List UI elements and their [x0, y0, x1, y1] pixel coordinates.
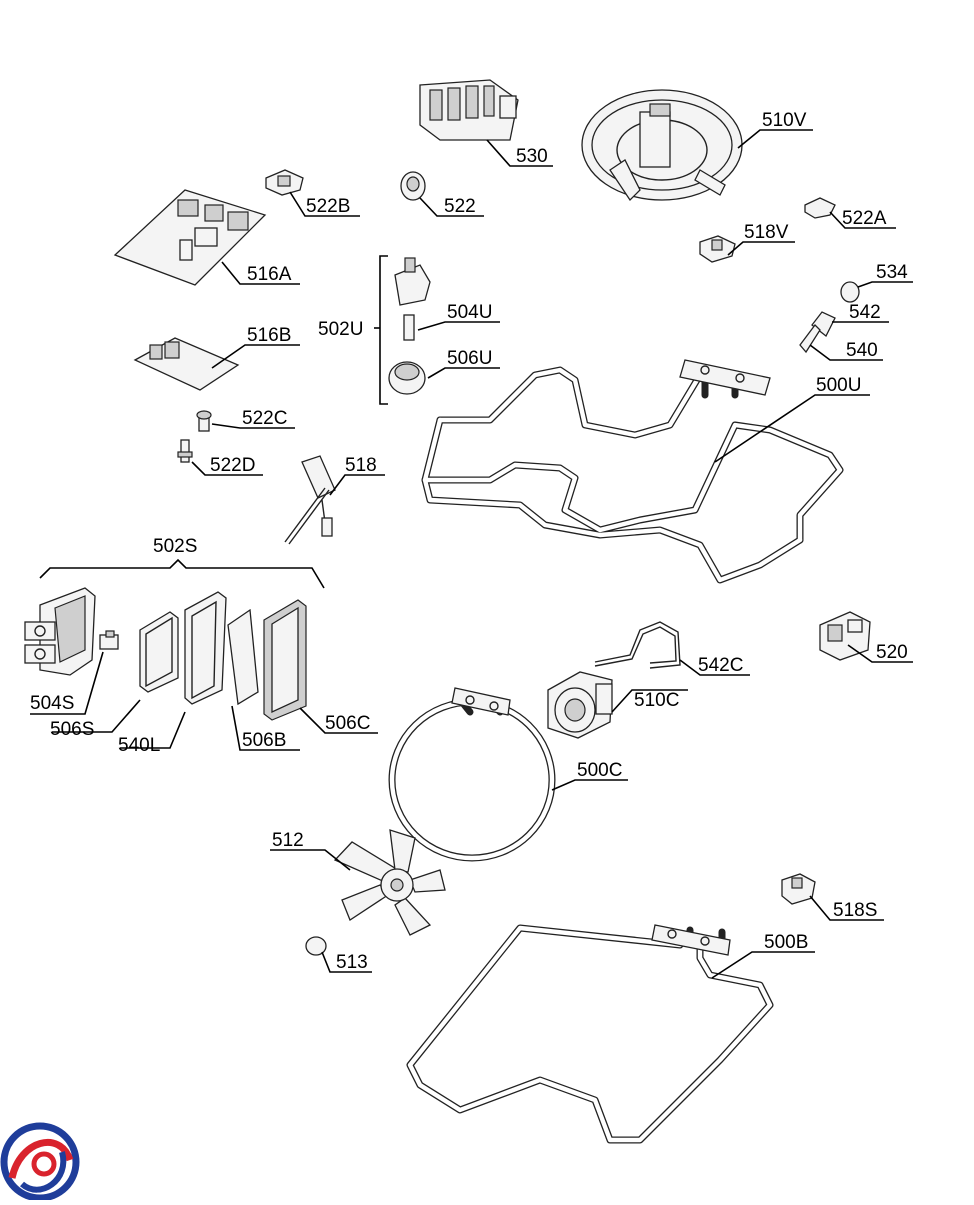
callout-542c: 542C: [698, 655, 743, 676]
callout-512: 512: [272, 830, 304, 851]
callout-542: 542: [849, 302, 881, 323]
part-518-thermostat-probe: [284, 455, 336, 545]
callout-540l: 540L: [118, 735, 160, 756]
part-500u-grill-heating-element: [421, 359, 844, 584]
callout-500b: 500B: [764, 932, 808, 953]
part-510v-fan-motor: [581, 89, 743, 202]
part-522-thermostat-clip: [400, 171, 426, 201]
part-542c-lamp-wire: [594, 621, 681, 669]
part-506b-panel: [227, 608, 259, 706]
callout-502u: 502U: [318, 319, 363, 340]
callout-516a: 516A: [247, 264, 292, 285]
callout-518s: 518S: [833, 900, 877, 921]
part-516a-control-board: [113, 189, 267, 286]
part-522a-clip: [804, 197, 836, 219]
callout-506b: 506B: [242, 730, 286, 751]
callout-506s: 506S: [50, 719, 94, 740]
callout-534: 534: [876, 262, 908, 283]
callout-522c: 522C: [242, 408, 287, 429]
callout-502s: 502S: [153, 536, 197, 557]
part-513-nut: [305, 936, 327, 956]
callout-540: 540: [846, 340, 878, 361]
part-506s-frame: [139, 611, 179, 693]
part-530-contact-block: [419, 79, 519, 141]
callout-500u: 500U: [816, 375, 861, 396]
callout-518v: 518V: [744, 222, 789, 243]
part-522b-clip: [265, 169, 304, 196]
part-506u-knob: [388, 361, 426, 395]
part-534-cap: [840, 281, 860, 303]
part-510c-convection-motor: [547, 671, 613, 739]
part-504s-switch-small: [99, 630, 119, 650]
part-512-fan-blade: [333, 829, 446, 936]
callout-506u: 506U: [447, 348, 492, 369]
part-522c-pin: [196, 410, 212, 432]
callout-510v: 510V: [762, 110, 807, 131]
callout-518: 518: [345, 455, 377, 476]
callout-500c: 500C: [577, 760, 622, 781]
callout-513: 513: [336, 952, 368, 973]
part-522d-pin: [177, 439, 193, 463]
callout-504u: 504U: [447, 302, 492, 323]
part-540l-gasket: [184, 591, 227, 705]
part-518s-thermostat: [781, 873, 816, 905]
callout-522b: 522B: [306, 196, 350, 217]
part-504u-shaft: [403, 314, 415, 341]
part-500c-circular-heating-element: [388, 687, 556, 862]
callout-506c: 506C: [325, 713, 370, 734]
part-500b-bottom-heating-element: [406, 924, 774, 1144]
callout-522a: 522A: [842, 208, 887, 229]
callout-522d: 522D: [210, 455, 255, 476]
callout-530: 530: [516, 146, 548, 167]
part-542-lamp-cover: [811, 311, 836, 338]
part-502u-knob-assembly: [394, 257, 431, 306]
callout-510c: 510C: [634, 690, 679, 711]
brand-logo: [0, 1122, 80, 1202]
callout-520: 520: [876, 642, 908, 663]
part-516b-board: [133, 337, 240, 391]
part-540-lamp-gasket: [799, 324, 821, 354]
callout-522: 522: [444, 196, 476, 217]
part-520-door-switch: [819, 611, 871, 661]
callout-504s: 504S: [30, 693, 74, 714]
part-506c-cover: [263, 599, 307, 721]
part-504s-switch-housing: [24, 587, 96, 676]
callout-516b: 516B: [247, 325, 291, 346]
part-518v-thermostat: [699, 235, 736, 263]
